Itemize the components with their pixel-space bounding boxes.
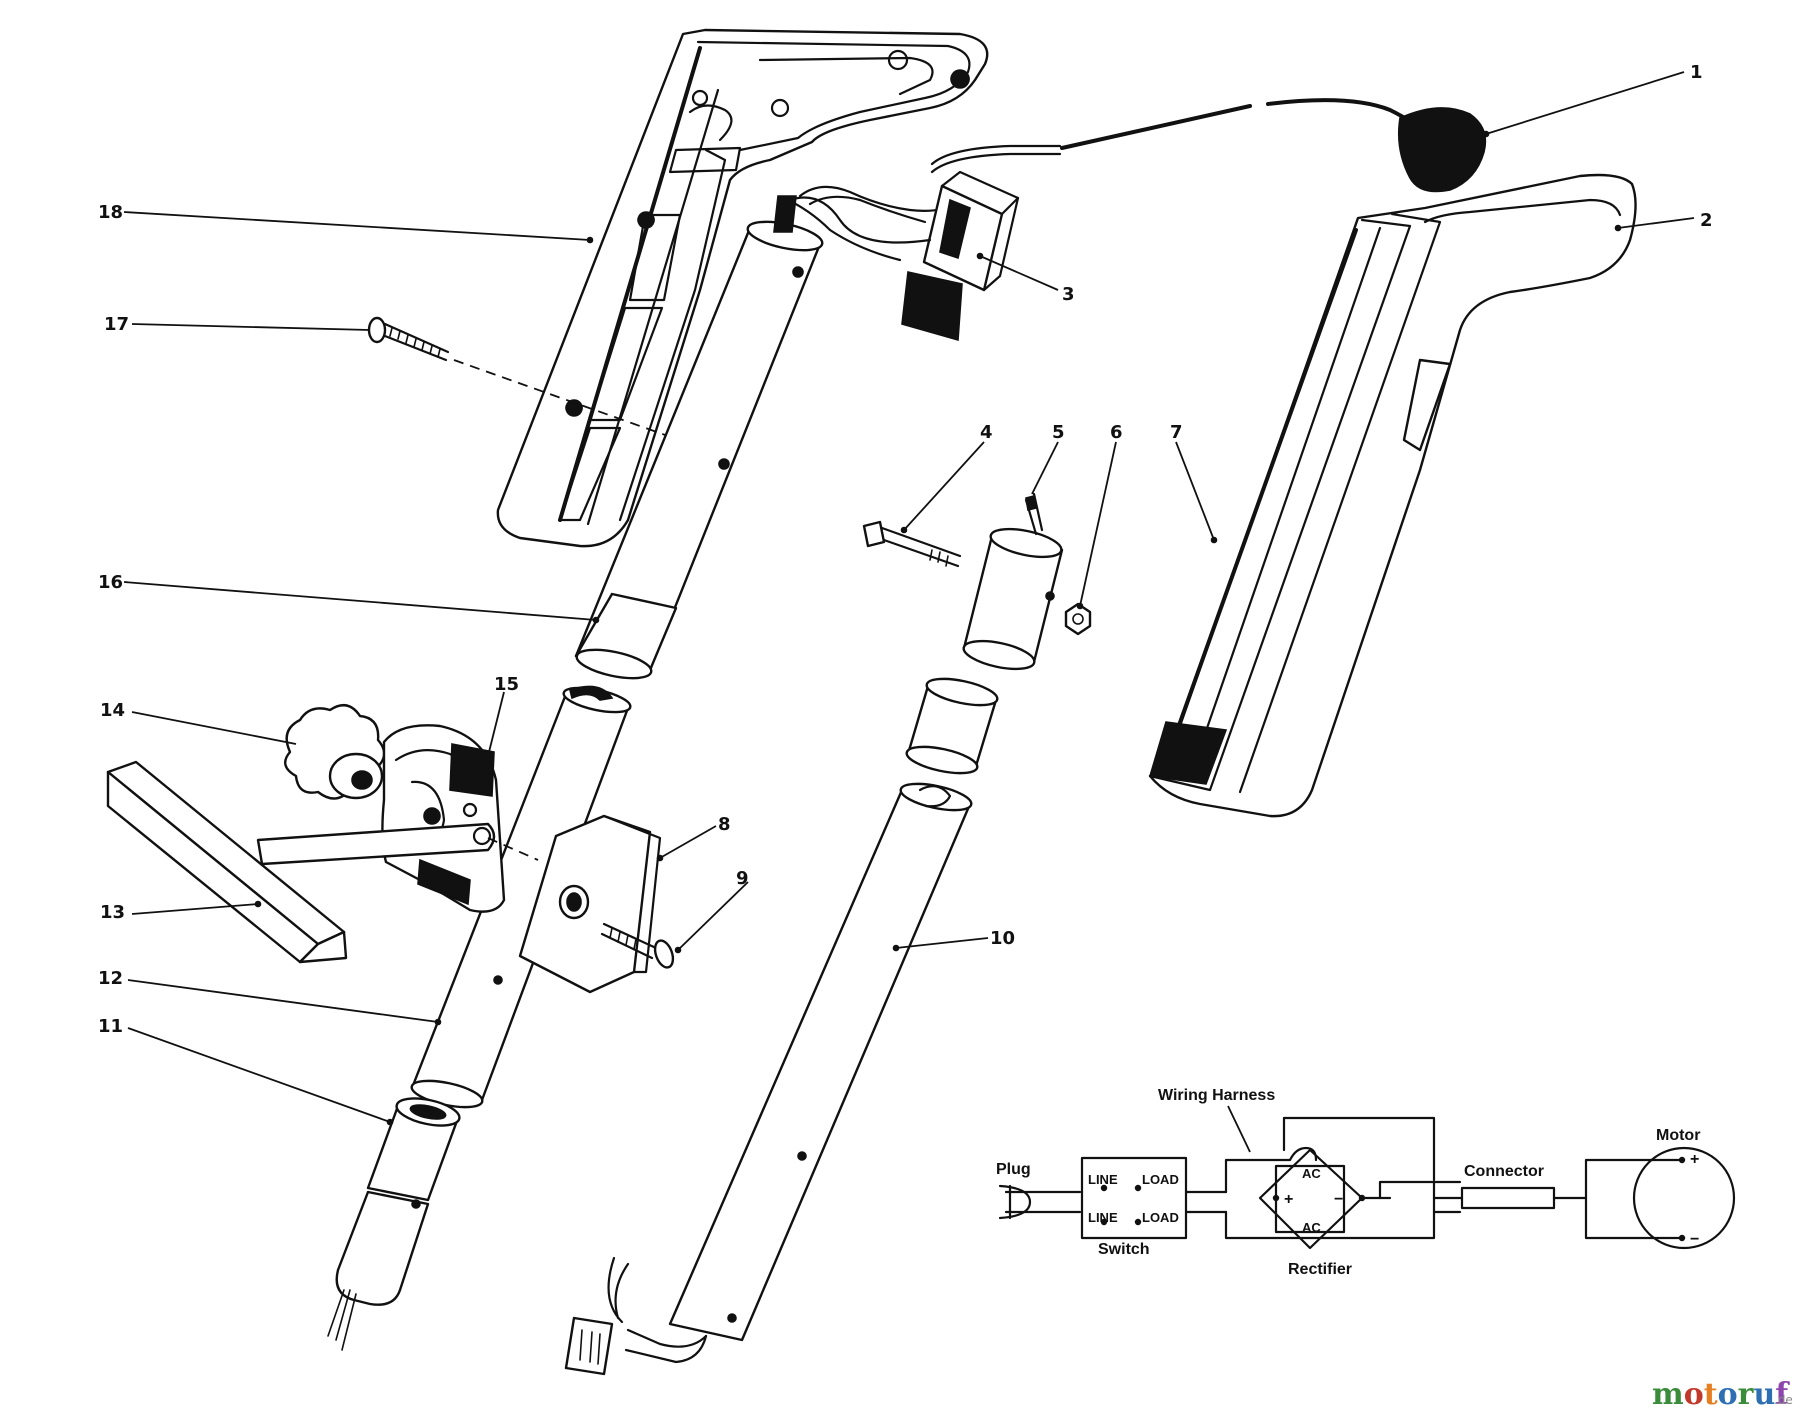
part-18-left-handle-half — [496, 28, 989, 548]
watermark-tld: .de — [1774, 1393, 1793, 1407]
plug-label: Plug — [996, 1161, 1031, 1178]
part-14-knob — [284, 704, 386, 800]
callout-5: 5 — [1052, 422, 1065, 443]
switch-box — [1080, 1156, 1188, 1240]
switch-terminal-load-bottom: LOAD — [1142, 1210, 1179, 1225]
part-13-trigger-bar — [106, 760, 539, 964]
switch-terminal-load-top: LOAD — [1142, 1172, 1179, 1187]
rectifier-terminal-ac-top: AC — [1302, 1166, 1321, 1181]
callout-7: 7 — [1170, 422, 1183, 443]
callout-numbers: 1 2 3 4 5 6 7 8 9 10 11 12 13 14 15 16 1… — [98, 62, 1713, 1037]
motor-terminal-plus: + — [1690, 1151, 1699, 1168]
motor-terminal-minus: − — [1690, 1231, 1699, 1248]
callout-6: 6 — [1110, 422, 1123, 443]
part-8-clamp-block — [518, 814, 662, 994]
callout-13: 13 — [100, 902, 125, 923]
wiring-harness-label: Wiring Harness — [1158, 1087, 1275, 1104]
rectifier-terminal-minus: − — [1334, 1191, 1343, 1208]
plug-symbol — [998, 1184, 1032, 1220]
connector-symbol — [1460, 1186, 1556, 1210]
part-10-long-tube — [564, 782, 973, 1376]
part-16-upper-tube — [574, 195, 932, 680]
callout-10: 10 — [990, 928, 1015, 949]
callout-16: 16 — [98, 572, 123, 593]
callout-1: 1 — [1690, 62, 1703, 83]
part-11-coupler-sleeve — [327, 1097, 461, 1351]
callout-15: 15 — [494, 674, 519, 695]
callout-8: 8 — [718, 814, 731, 835]
callout-12: 12 — [98, 968, 123, 989]
part-3-connector — [798, 170, 1020, 342]
switch-terminal-line-bottom: LINE — [1088, 1210, 1118, 1225]
rectifier-label: Rectifier — [1288, 1261, 1352, 1278]
rectifier-terminal-ac-bottom: AC — [1302, 1220, 1321, 1235]
wiring-schematic: Wiring Harness Plug LINE LOAD LINE LOAD … — [996, 1087, 1736, 1278]
motor-symbol — [1632, 1146, 1736, 1250]
watermark-logo: motoruf .de — [1652, 1377, 1793, 1412]
part-2-7-right-handle-half — [1148, 173, 1637, 818]
callout-17: 17 — [104, 314, 129, 335]
callout-18: 18 — [98, 202, 123, 223]
svg-text:motoruf: motoruf — [1652, 1377, 1790, 1412]
part-5-tube-coupling — [905, 492, 1064, 775]
callout-4: 4 — [980, 422, 993, 443]
connector-label: Connector — [1464, 1163, 1544, 1180]
switch-terminal-line-top: LINE — [1088, 1172, 1118, 1187]
callout-9: 9 — [736, 868, 749, 889]
part-9-bolt — [600, 922, 675, 969]
callout-leaders — [123, 71, 1695, 1126]
part-4-bolt — [862, 520, 962, 568]
callout-2: 2 — [1700, 210, 1713, 231]
part-1-cord-and-plug — [930, 98, 1487, 193]
part-15-switch-assembly — [381, 724, 506, 913]
motor-label: Motor — [1656, 1127, 1700, 1144]
callout-3: 3 — [1062, 284, 1075, 305]
callout-14: 14 — [100, 700, 125, 721]
switch-label: Switch — [1098, 1241, 1150, 1258]
callout-11: 11 — [98, 1016, 123, 1037]
part-12-middle-tube — [410, 685, 632, 1109]
rectifier-terminal-plus: + — [1284, 1191, 1293, 1208]
part-17-screw — [367, 316, 669, 437]
